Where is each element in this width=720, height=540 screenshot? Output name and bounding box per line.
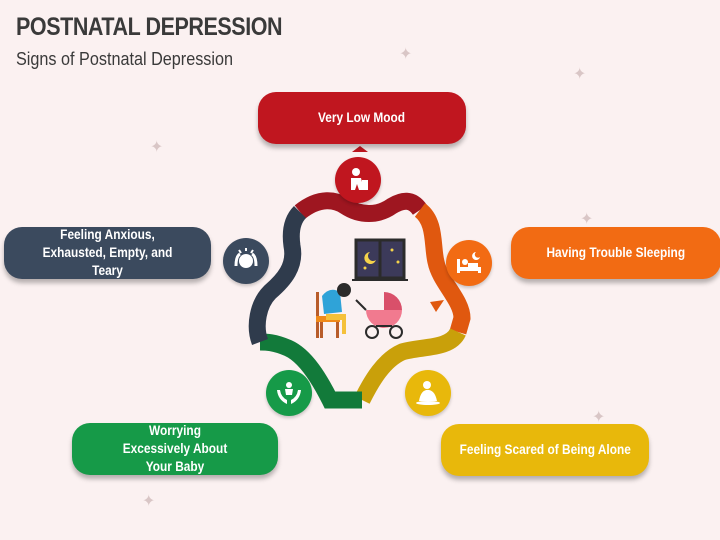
ring-segment-worrying xyxy=(259,333,362,409)
scared-person-icon xyxy=(416,381,440,405)
baby-in-hands-icon xyxy=(277,382,301,404)
sign-anxious-teary: Feeling Anxious, Exhausted, Empty, and T… xyxy=(4,227,211,279)
badge-worrying-baby xyxy=(266,370,312,416)
sign-label: Feeling Scared of Being Alone xyxy=(459,442,631,457)
badge-anxious-teary xyxy=(223,238,269,284)
badge-scared-alone xyxy=(405,370,451,416)
sad-person-icon xyxy=(351,168,368,190)
badge-very-low-mood xyxy=(335,157,381,203)
sign-label: Having Trouble Sleeping xyxy=(546,245,686,260)
page-title: POSTNATAL DEPRESSION xyxy=(16,13,283,41)
ring-segment-low-mood xyxy=(294,192,428,222)
ring-segment-scared xyxy=(354,327,466,404)
sign-label: Feeling Anxious, Exhausted, Empty, and T… xyxy=(42,227,173,278)
sparkle-decoration: ✦ xyxy=(399,46,413,63)
sparkle-decoration: ✦ xyxy=(573,66,587,83)
sign-worrying-baby: Worrying Excessively About Your Baby xyxy=(72,423,278,475)
sign-label: Very Low Mood xyxy=(318,110,406,125)
mother-with-pram-icon xyxy=(316,238,408,339)
sign-label: Worrying Excessively About Your Baby xyxy=(122,423,228,474)
sparkle-decoration: ✦ xyxy=(580,211,594,228)
ring-segment-sleeping xyxy=(414,203,471,335)
ring-segment-anxious xyxy=(248,205,307,345)
sign-trouble-sleeping: Having Trouble Sleeping xyxy=(511,227,720,279)
sparkle-decoration: ✦ xyxy=(142,493,156,510)
sparkle-decoration: ✦ xyxy=(150,139,164,156)
sign-scared-alone: Feeling Scared of Being Alone xyxy=(441,424,649,476)
sparkle-decoration: ✦ xyxy=(592,409,606,426)
page-subtitle: Signs of Postnatal Depression xyxy=(16,49,234,69)
badge-trouble-sleeping xyxy=(446,240,492,286)
sign-very-low-mood: Very Low Mood xyxy=(258,92,466,144)
anxious-head-icon xyxy=(234,248,258,268)
sleepless-bed-icon xyxy=(457,252,481,273)
